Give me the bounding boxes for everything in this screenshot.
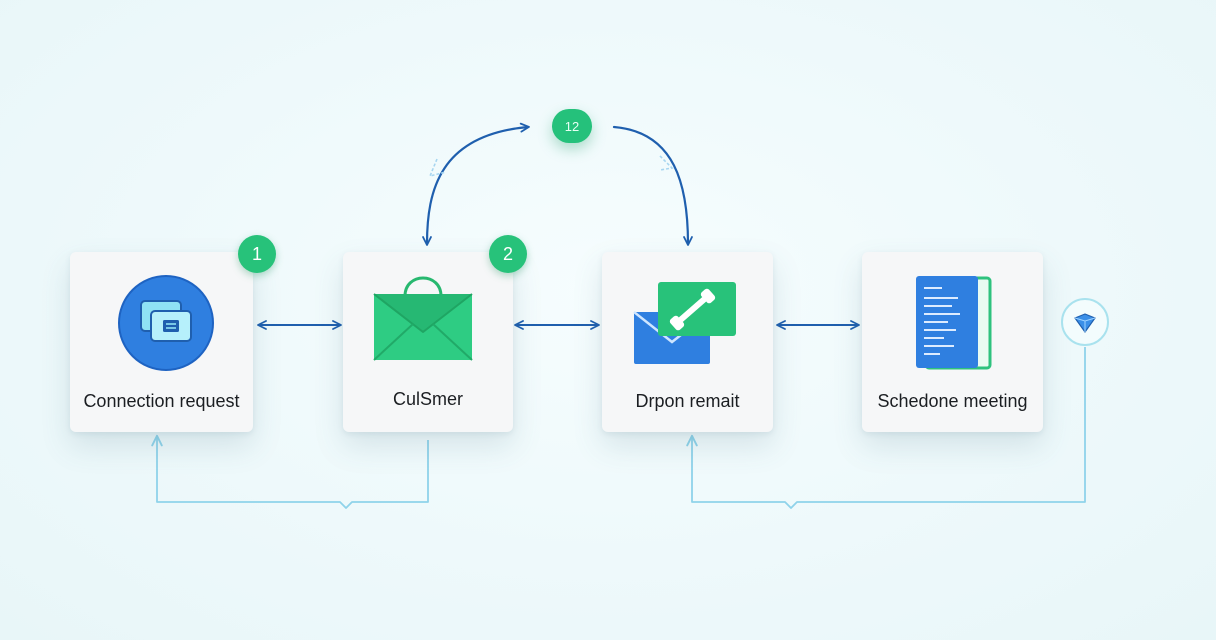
- step-badge-1: 1: [238, 235, 276, 273]
- diamond-icon[interactable]: [1061, 298, 1109, 346]
- loop-badge: 12: [552, 109, 592, 143]
- loop-arc-left: [422, 122, 530, 246]
- connection-icon: [117, 274, 215, 372]
- step-badge-2: 2: [489, 235, 527, 273]
- document-icon: [914, 274, 994, 372]
- step-label-culsmer: CulSmer: [392, 389, 463, 409]
- feedback-loop-left: [151, 434, 429, 509]
- phone-mail-icon: [632, 280, 740, 366]
- step-card-culsmer[interactable]: CulSmer: [343, 252, 513, 432]
- loop-arc-right: [612, 125, 693, 246]
- arc-chevron-right: [659, 155, 674, 171]
- step-card-schedone-meeting[interactable]: Schedone meeting: [862, 252, 1043, 432]
- envelope-icon: [371, 266, 475, 366]
- step-label-drpon-remait: Drpon remait: [635, 391, 740, 411]
- feedback-loop-right: [686, 347, 1086, 509]
- step-label-connection-request: Connection request: [83, 391, 240, 411]
- arc-chevron-left: [428, 158, 447, 178]
- step-label-schedone-meeting: Schedone meeting: [877, 391, 1028, 411]
- step-card-drpon-remait[interactable]: Drpon remait: [602, 252, 773, 432]
- step-card-connection-request[interactable]: Connection request: [70, 252, 253, 432]
